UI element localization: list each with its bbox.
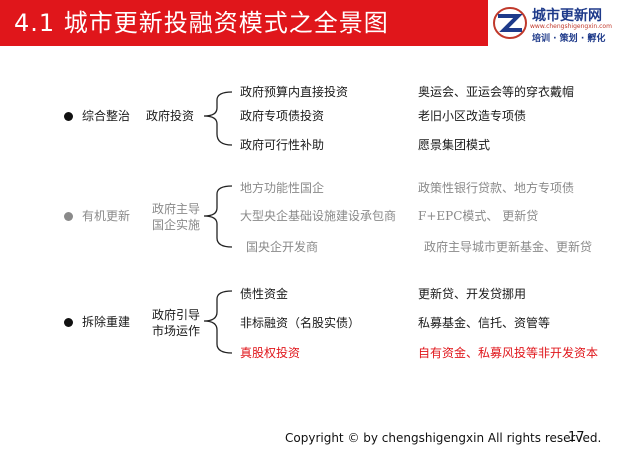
group-label: 综合整治 [82,109,131,123]
item-left: 大型央企基础设施建设承包商 [240,209,397,223]
bullet-dot [64,212,73,221]
item-left: 政府可行性补助 [240,138,325,152]
group-subtitle-line2: 国企实施 [152,218,201,232]
item-left: 地方功能性国企 [240,181,325,195]
item-left: 政府预算内直接投资 [240,85,349,99]
item-right: 老旧小区改造专项债 [418,109,527,123]
title-bar: 4.1 城市更新投融资模式之全景图 [0,0,488,46]
group-subtitle-line1: 政府主导 [152,202,201,216]
bullet-dot [64,112,73,121]
item-left: 政府专项债投资 [240,109,325,123]
logo-tagline: 培训 · 策划 · 孵化 [532,34,606,44]
item-right: 政府主导城市更新基金、更新贷 [424,240,593,254]
brand-logo: 城市更新网 www.chengshigengxin.com 培训 · 策划 · … [492,3,620,44]
item-left: 债性资金 [240,287,289,301]
bullet-dot [64,318,73,327]
item-right: 愿景集团模式 [418,138,491,152]
item-right: F+EPC模式、 更新贷 [418,209,539,223]
logo-name: 城市更新网 [532,8,602,24]
item-right: 私募基金、信托、资管等 [418,316,551,330]
logo-mark-icon [493,7,527,39]
item-right: 政策性银行贷款、地方专项债 [418,181,575,195]
item-right: 奥运会、亚运会等的穿衣戴帽 [418,85,575,99]
group-subtitle-line1: 政府引导 [152,308,201,322]
slide-title: 4.1 城市更新投融资模式之全景图 [14,9,389,37]
slide-header: 4.1 城市更新投融资模式之全景图 城市更新网 www.chengshigeng… [0,0,622,46]
item-left: 非标融资（名股实债） [240,316,361,330]
group-subtitle-line2: 市场运作 [152,324,201,338]
item-right: 更新贷、开发贷挪用 [418,287,527,301]
group-label: 有机更新 [82,209,131,223]
item-right: 自有资金、私募风投等非开发资本 [418,346,599,360]
group-label: 拆除重建 [82,315,131,329]
page-number: 17 [568,430,585,445]
group-subtitle: 政府投资 [146,109,195,123]
item-left: 真股权投资 [240,346,301,360]
item-left: 国央企开发商 [246,240,319,254]
copyright-text: Copyright © by chengshigengxin All right… [285,431,602,445]
logo-url: www.chengshigengxin.com [530,23,612,30]
